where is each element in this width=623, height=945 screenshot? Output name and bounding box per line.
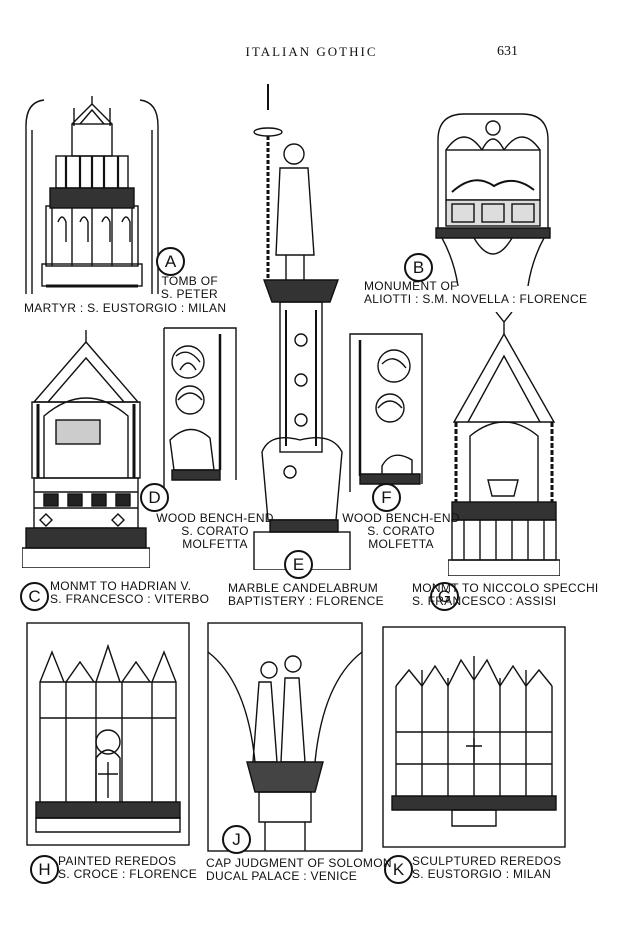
- caption-k-line-2: S. EUSTORGIO : MILAN: [412, 867, 552, 881]
- figure-letter-d: D: [140, 483, 169, 512]
- caption-f-line-2: S. CORATO: [367, 524, 435, 538]
- caption-h: PAINTED REREDOS S. CROCE : FLORENCE: [58, 855, 197, 881]
- caption-f: WOOD BENCH-END S. CORATO MOLFETTA: [336, 512, 466, 551]
- running-head: ITALIAN GOTHIC: [245, 44, 378, 59]
- caption-g-line-1: MONMT TO NICCOLO SPECCHI: [412, 581, 599, 595]
- caption-d-line-2: S. CORATO: [181, 524, 249, 538]
- figure-letter-c: C: [20, 582, 49, 611]
- figure-letter-j: J: [222, 825, 251, 854]
- figure-letter-a: A: [156, 247, 185, 276]
- caption-b-line-1: MONUMENT OF: [364, 279, 458, 293]
- figure-letter-k: K: [384, 855, 413, 884]
- figure-letter-b: B: [404, 253, 433, 282]
- caption-a: MARTYR : S. EUSTORGIO : MILAN: [24, 302, 226, 315]
- illustration-sculptured-reredos: [382, 626, 566, 848]
- caption-e: MARBLE CANDELABRUM BAPTISTERY : FLORENCE: [228, 582, 384, 608]
- illustration-bench-end-d: [160, 320, 240, 496]
- caption-h-line-2: S. CROCE : FLORENCE: [58, 867, 198, 881]
- caption-g-line-2: S. FRANCESCO : ASSISI: [412, 594, 557, 608]
- illustration-monument-specchi: [448, 312, 560, 576]
- figure-letter-g: G: [430, 582, 459, 611]
- illustration-monument-hadrian: [22, 330, 150, 568]
- figure-letter-e: E: [284, 550, 313, 579]
- illustration-bench-end-f: [346, 326, 426, 492]
- caption-f-line-3: MOLFETTA: [368, 537, 434, 551]
- caption-k: SCULPTURED REREDOS S. EUSTORGIO : MILAN: [412, 855, 561, 881]
- caption-c-line-1: MONMT TO HADRIAN V.: [50, 579, 192, 593]
- caption-c: MONMT TO HADRIAN V. S. FRANCESCO : VITER…: [50, 580, 209, 606]
- figure-letter-f: F: [372, 483, 401, 512]
- illustration-painted-reredos: [26, 622, 190, 846]
- caption-a-line-3: MARTYR : S. EUSTORGIO : MILAN: [24, 301, 227, 315]
- caption-e-line-2: BAPTISTERY : FLORENCE: [228, 594, 384, 608]
- caption-j-line-2: DUCAL PALACE : VENICE: [206, 869, 358, 883]
- caption-k-line-1: SCULPTURED REREDOS: [412, 854, 562, 868]
- caption-b: MONUMENT OF ALIOTTI : S.M. NOVELLA : FLO…: [364, 280, 587, 306]
- caption-j-line-1: CAP JUDGMENT OF SOLOMON: [206, 856, 392, 870]
- figure-letter-h: H: [30, 855, 59, 884]
- caption-g: MONMT TO NICCOLO SPECCHI S. FRANCESCO : …: [412, 582, 599, 608]
- caption-f-line-1: WOOD BENCH-END: [342, 511, 460, 525]
- caption-d-line-1: WOOD BENCH-END: [156, 511, 274, 525]
- caption-c-line-2: S. FRANCESCO : VITERBO: [50, 592, 210, 606]
- caption-h-line-1: PAINTED REREDOS: [58, 854, 177, 868]
- caption-a-line-1: TOMB OF: [161, 274, 218, 288]
- caption-d-line-3: MOLFETTA: [182, 537, 248, 551]
- caption-a-line-2: S. PETER: [160, 287, 218, 301]
- caption-e-line-1: MARBLE CANDELABRUM: [228, 581, 379, 595]
- caption-d: WOOD BENCH-END S. CORATO MOLFETTA: [150, 512, 280, 551]
- illustration-marble-candelabrum: [250, 80, 354, 570]
- illustration-tomb-peter-martyr: [22, 96, 162, 294]
- caption-b-line-2: ALIOTTI : S.M. NOVELLA : FLORENCE: [364, 292, 588, 306]
- caption-j: CAP JUDGMENT OF SOLOMON DUCAL PALACE : V…: [206, 857, 392, 883]
- illustration-capital-solomon: [207, 622, 363, 852]
- illustration-monument-aliotti: [434, 110, 552, 286]
- page-number: 631: [497, 44, 518, 59]
